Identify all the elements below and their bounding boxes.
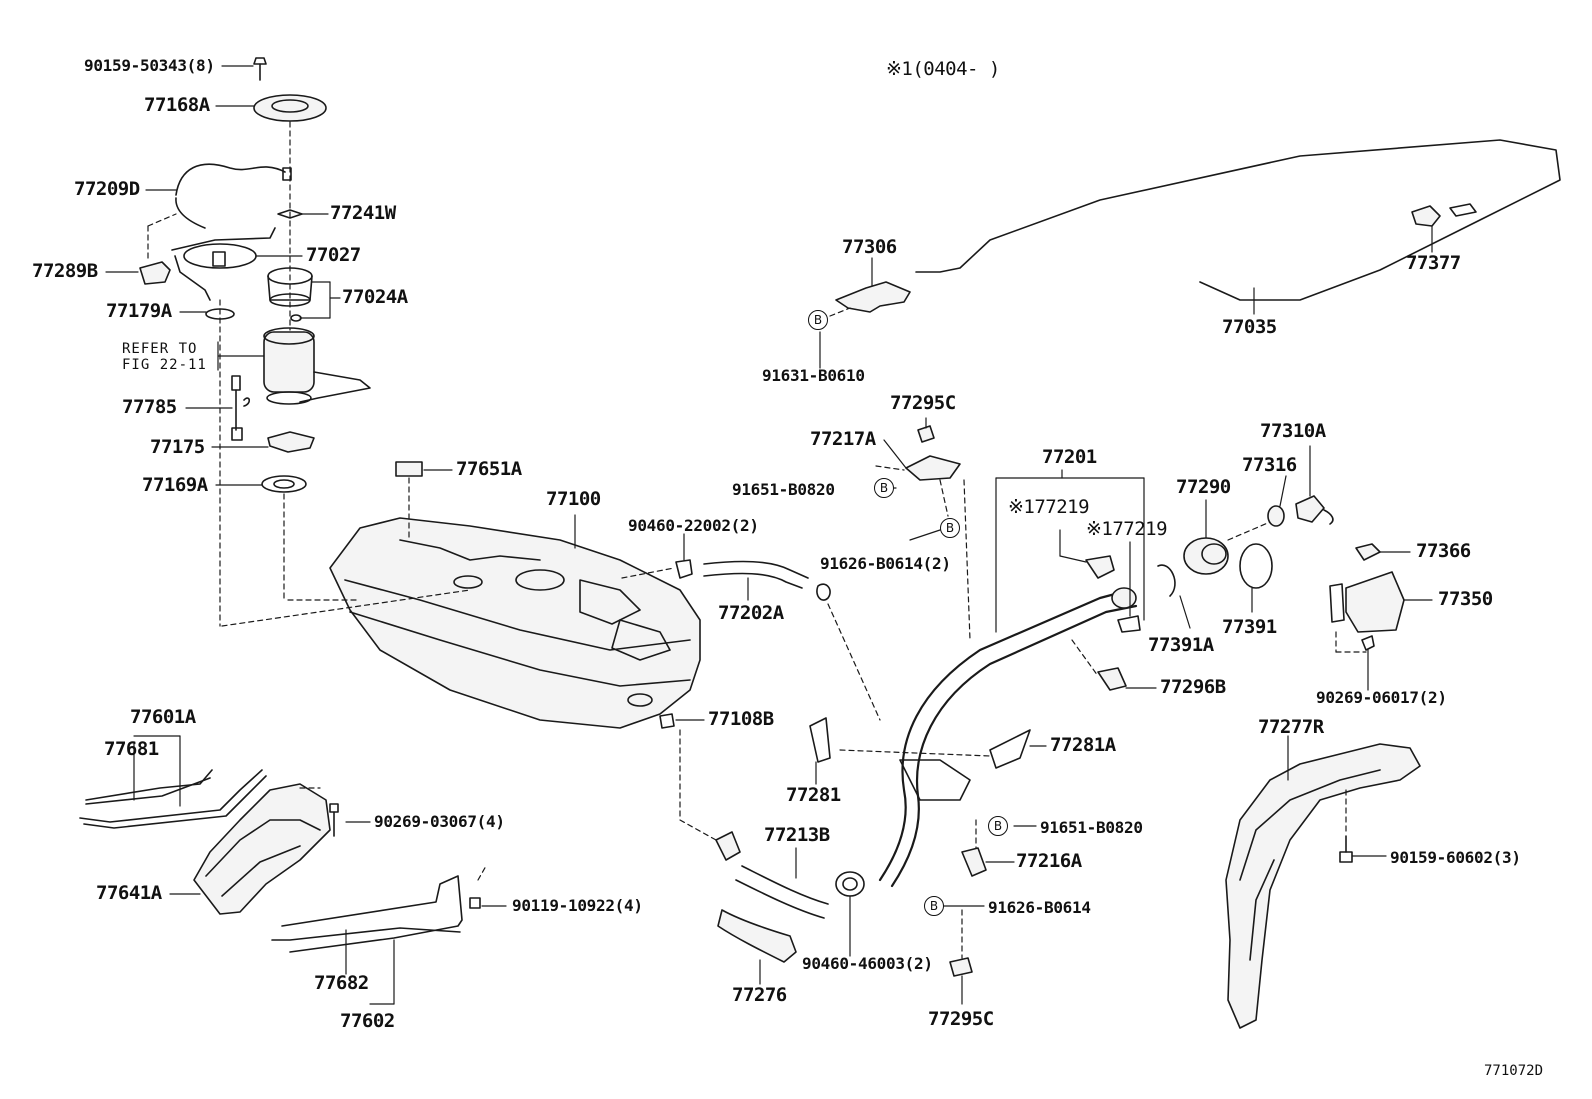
figure-code: 771072D (1484, 1063, 1544, 1079)
part-77202A[interactable]: 77202A (718, 602, 784, 624)
part-77219-b[interactable]: ※177219 (1086, 518, 1168, 540)
part-77281A[interactable]: 77281A (1050, 734, 1116, 756)
lower-hoses (715, 831, 865, 985)
part-90159-50343[interactable]: 90159-50343(8) (84, 56, 215, 75)
opener-cable (819, 139, 1561, 369)
part-77108B[interactable]: 77108B (708, 708, 774, 730)
part-77785[interactable]: 77785 (122, 396, 177, 418)
part-77641A[interactable]: 77641A (96, 882, 162, 904)
part-77276[interactable]: 77276 (732, 984, 787, 1006)
part-77350[interactable]: 77350 (1438, 588, 1493, 610)
part-77377[interactable]: 77377 (1406, 252, 1461, 274)
part-90269-03067[interactable]: 90269-03067(4) (374, 812, 505, 831)
fuel-tank (221, 461, 881, 841)
callout-b-91651-top[interactable]: B (874, 478, 894, 498)
fuel-cap-door (1157, 445, 1433, 691)
part-77277R[interactable]: 77277R (1258, 716, 1324, 738)
part-77179A[interactable]: 77179A (106, 300, 172, 322)
part-77306[interactable]: 77306 (842, 236, 897, 258)
part-77219-a[interactable]: ※177219 (1008, 496, 1090, 518)
part-77366[interactable]: 77366 (1416, 540, 1471, 562)
part-77391[interactable]: 77391 (1222, 616, 1277, 638)
part-90460-46003[interactable]: 90460-46003(2) (802, 954, 933, 973)
part-90269-06017[interactable]: 90269-06017(2) (1316, 688, 1447, 707)
part-90159-60602[interactable]: 90159-60602(3) (1390, 848, 1521, 867)
filler-pipe (809, 469, 1157, 888)
part-91631-B0610[interactable]: 91631-B0610 (762, 366, 865, 385)
refer-note-line2: FIG 22-11 (122, 357, 207, 373)
part-91651-B0820-top[interactable]: 91651-B0820 (732, 480, 835, 499)
callout-b-91626[interactable]: B (924, 896, 944, 916)
part-77175[interactable]: 77175 (150, 436, 205, 458)
part-77296B[interactable]: 77296B (1160, 676, 1226, 698)
part-91626-B0614[interactable]: 91626-B0614 (988, 898, 1091, 917)
part-77316[interactable]: 77316 (1242, 454, 1297, 476)
part-77213B[interactable]: 77213B (764, 824, 830, 846)
part-77168A[interactable]: 77168A (144, 94, 210, 116)
fender-liner (1225, 735, 1421, 1029)
callout-b-91631[interactable]: B (808, 310, 828, 330)
part-90119-10922[interactable]: 90119-10922(4) (512, 896, 643, 915)
part-77601A[interactable]: 77601A (130, 706, 196, 728)
part-77100[interactable]: 77100 (546, 488, 601, 510)
part-77310A[interactable]: 77310A (1260, 420, 1326, 442)
part-77024A[interactable]: 77024A (342, 286, 408, 308)
part-77217A[interactable]: 77217A (810, 428, 876, 450)
part-77295C-bottom[interactable]: 77295C (928, 1008, 994, 1030)
part-77209D[interactable]: 77209D (74, 178, 140, 200)
refer-note-line1: REFER TO (122, 341, 198, 357)
part-77216A[interactable]: 77216A (1016, 850, 1082, 872)
tank-bands (79, 735, 507, 1005)
part-77201[interactable]: 77201 (1042, 446, 1097, 468)
fuel-pump-assembly (105, 57, 371, 627)
part-77681[interactable]: 77681 (104, 738, 159, 760)
part-77602[interactable]: 77602 (340, 1010, 395, 1032)
applicability-note: ※1(0404- ) (886, 58, 1000, 80)
callout-b-91626-2[interactable]: B (940, 518, 960, 538)
part-77290[interactable]: 77290 (1176, 476, 1231, 498)
callout-b-91651-bottom[interactable]: B (988, 816, 1008, 836)
part-77651A[interactable]: 77651A (456, 458, 522, 480)
part-77241W[interactable]: 77241W (330, 202, 396, 224)
part-90460-22002[interactable]: 90460-22002(2) (628, 516, 759, 535)
part-77682[interactable]: 77682 (314, 972, 369, 994)
part-77391A[interactable]: 77391A (1148, 634, 1214, 656)
part-77295C-top[interactable]: 77295C (890, 392, 956, 414)
part-77169A[interactable]: 77169A (142, 474, 208, 496)
part-77281[interactable]: 77281 (786, 784, 841, 806)
part-77027[interactable]: 77027 (306, 244, 361, 266)
part-77289B[interactable]: 77289B (32, 260, 98, 282)
part-91651-B0820-bottom[interactable]: 91651-B0820 (1040, 818, 1143, 837)
part-77035[interactable]: 77035 (1222, 316, 1277, 338)
part-91626-B0614-2[interactable]: 91626-B0614(2) (820, 554, 951, 573)
